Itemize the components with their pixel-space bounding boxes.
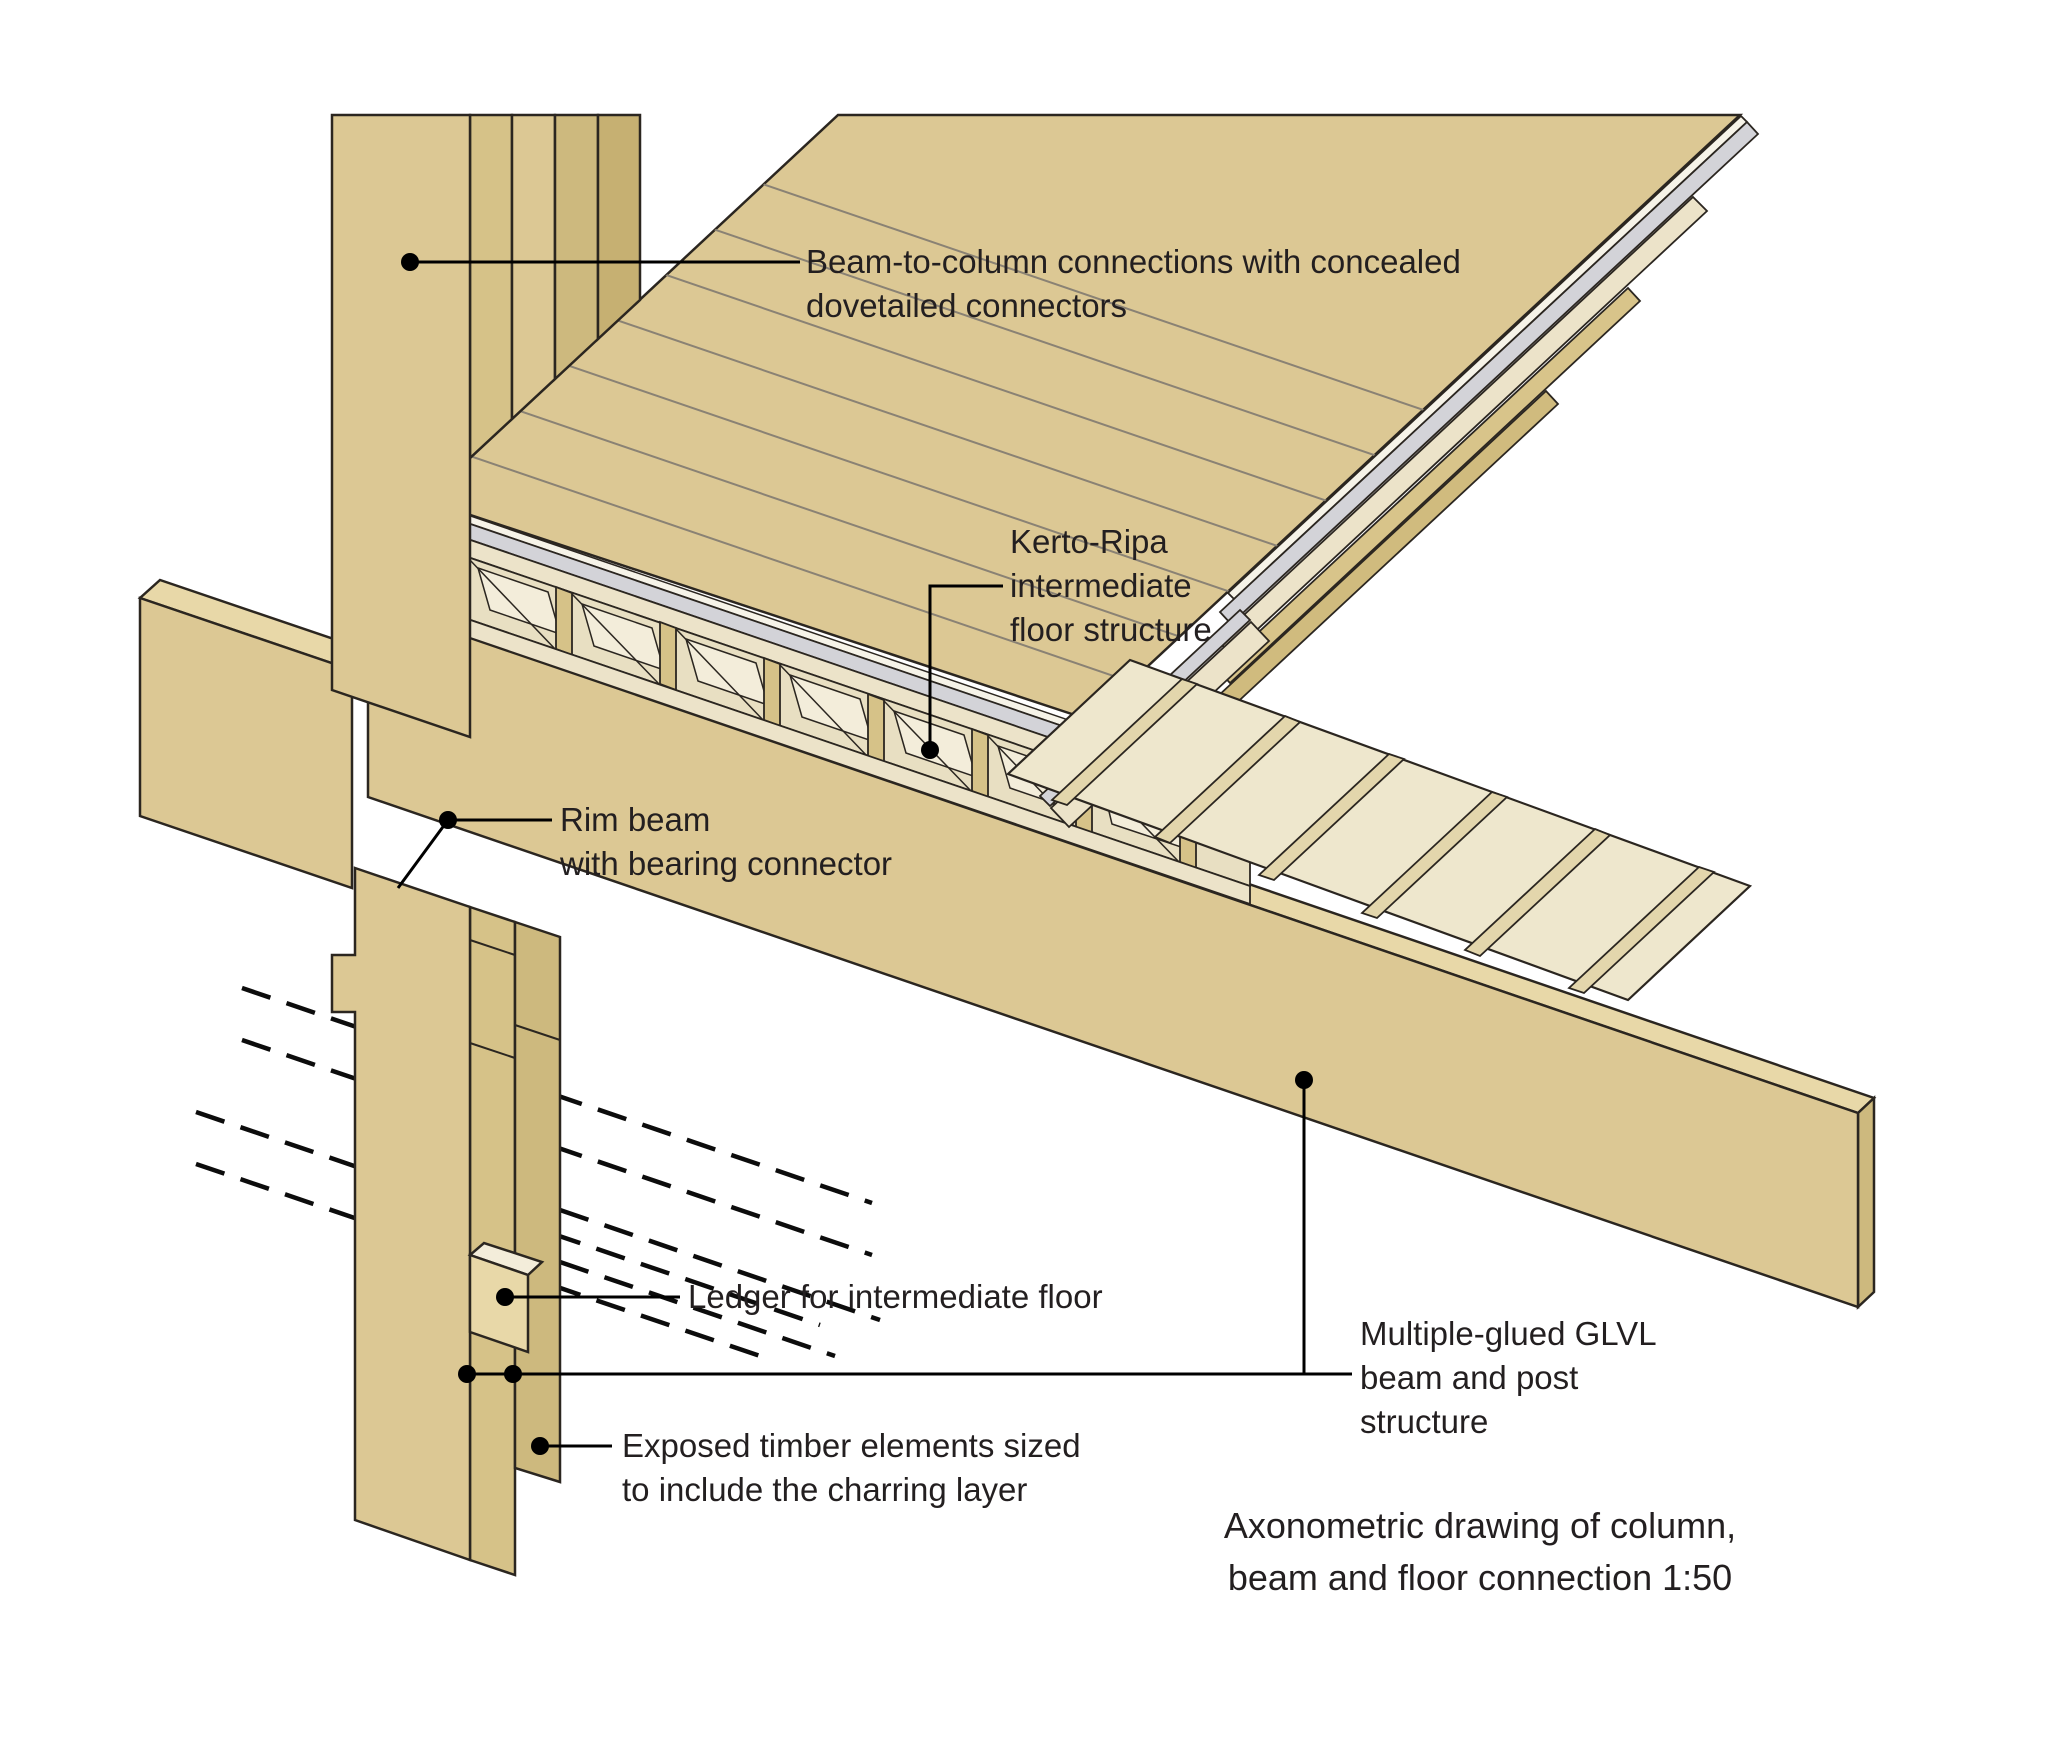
label-line: Multiple-glued GLVL <box>1360 1315 1657 1352</box>
caption-line: Axonometric drawing of column, <box>1223 1505 1737 1546</box>
label-line: intermediate <box>1010 567 1192 604</box>
label-line: Kerto-Ripa <box>1010 523 1168 560</box>
ceiling-panel <box>1005 658 1753 1002</box>
label-rim-beam: Rim beam with bearing connector <box>560 798 892 886</box>
label-line: Beam-to-column connections with conceale… <box>806 243 1461 280</box>
kerto-ripa-floor-band <box>367 479 1251 906</box>
leader-lines <box>396 260 1352 1448</box>
leader-rim-beam <box>396 818 552 889</box>
drawing-caption: Axonometric drawing of column, beam and … <box>1150 1500 1810 1604</box>
label-line: beam and post <box>1360 1359 1579 1396</box>
label-exposed-timber: Exposed timber elements sized to include… <box>622 1424 1081 1512</box>
leader-multiple-glued <box>467 1080 1352 1376</box>
caption-line: beam and floor connection 1:50 <box>1227 1557 1733 1598</box>
label-line: Ledger for intermediate floor <box>688 1278 1103 1315</box>
label-line: structure <box>1360 1403 1489 1440</box>
label-line: to include the charring layer <box>622 1471 1028 1508</box>
label-line: floor structure <box>1010 611 1212 648</box>
ceiling-battens <box>1050 677 1716 995</box>
floor-edge-layers <box>1215 114 1760 712</box>
label-line: dovetailed connectors <box>806 287 1128 324</box>
leader-dots <box>401 253 1313 1455</box>
label-line: with bearing connector <box>560 845 893 882</box>
label-kerto-ripa: Kerto-Ripa intermediate floor structure <box>1010 520 1212 652</box>
label-ledger: Ledger for intermediate floor <box>688 1275 1103 1319</box>
label-multiple-glued: Multiple-glued GLVL beam and post struct… <box>1360 1312 1657 1444</box>
label-line: Exposed timber elements sized <box>622 1427 1081 1464</box>
label-beam-to-column: Beam-to-column connections with conceale… <box>806 240 1461 328</box>
column-upper <box>330 113 642 739</box>
label-line: Rim beam <box>560 801 711 838</box>
column-lower <box>330 866 562 1577</box>
leader-kerto-ripa <box>928 584 1003 750</box>
